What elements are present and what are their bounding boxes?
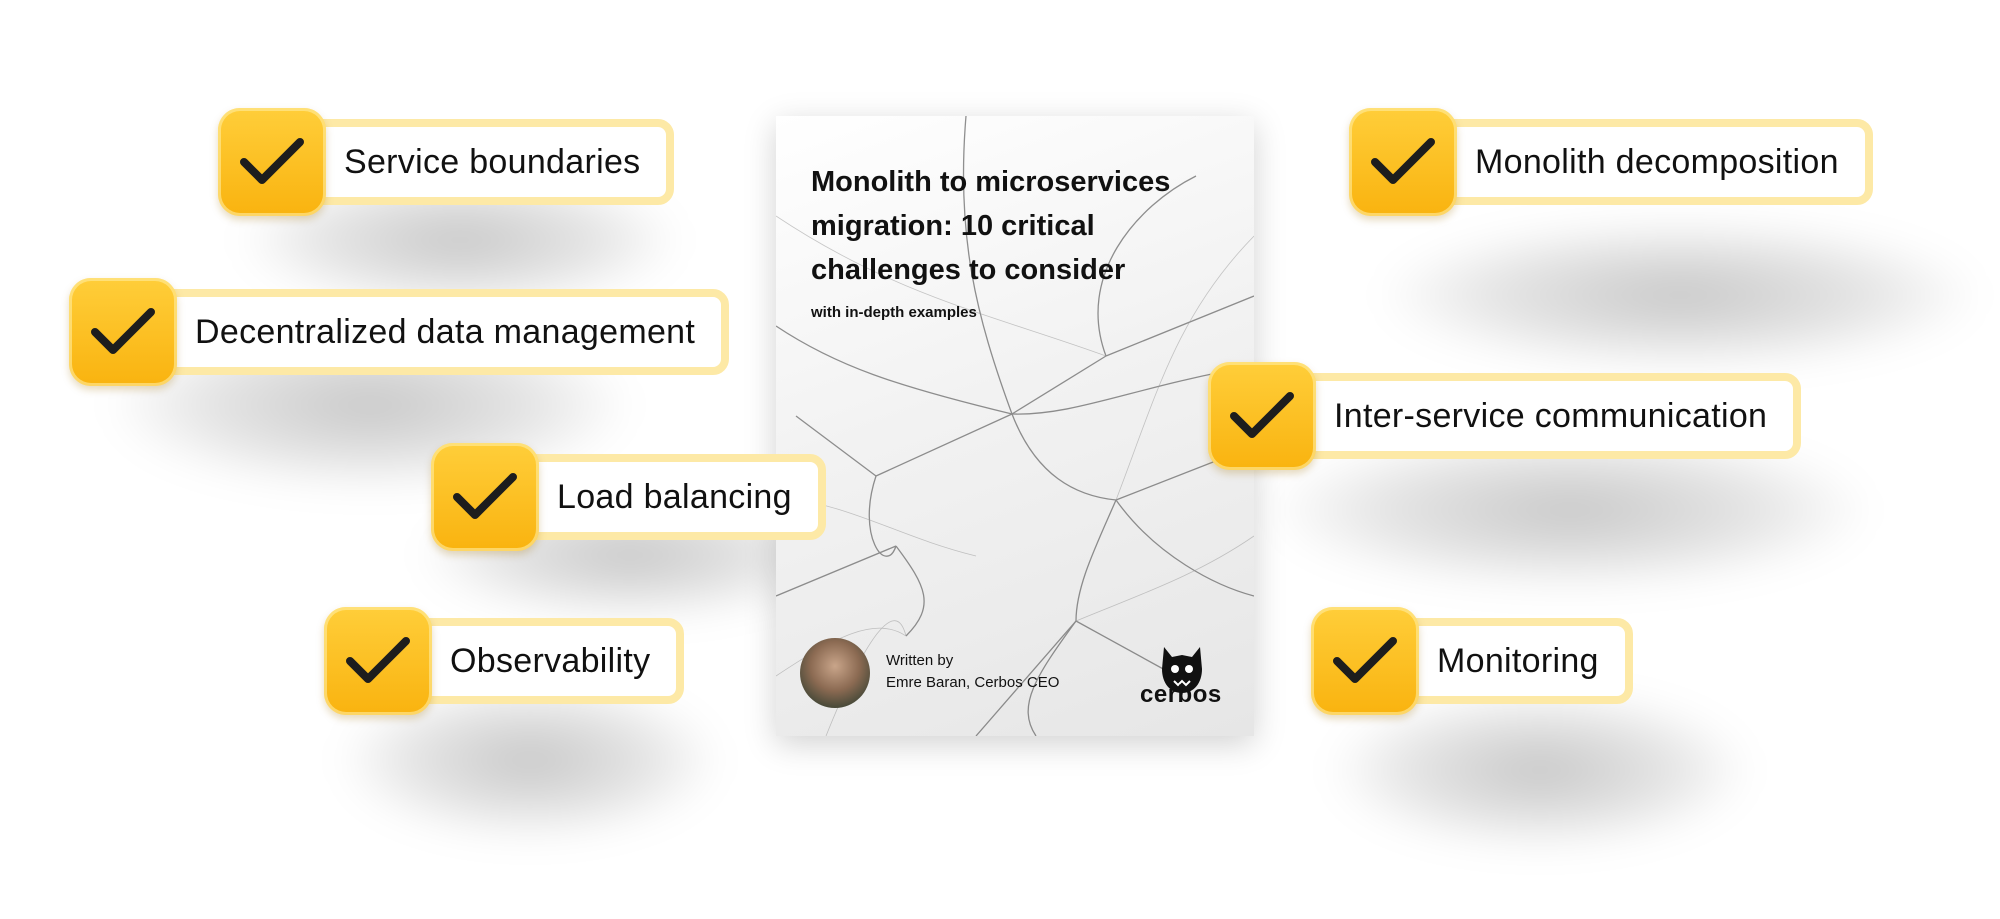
checklist-label: Observability xyxy=(408,618,685,704)
network-web-illustration xyxy=(776,116,1254,736)
author-credit: Written by Emre Baran, Cerbos CEO xyxy=(886,650,1059,694)
checkmark-icon xyxy=(431,443,539,551)
shadow xyxy=(1380,220,1980,370)
checklist-label: Load balancing xyxy=(515,454,826,540)
author-name: Emre Baran, Cerbos CEO xyxy=(886,674,1060,691)
checklist-label: Service boundaries xyxy=(302,119,675,205)
checklist-label: Inter-service communication xyxy=(1292,373,1802,459)
cover-subtitle: with in-depth examples xyxy=(811,304,977,321)
checkmark-icon xyxy=(69,278,177,386)
checklist-label: Monolith decomposition xyxy=(1433,119,1873,205)
checkmark-icon xyxy=(218,108,326,216)
author-avatar xyxy=(800,638,870,708)
checkmark-icon xyxy=(324,607,432,715)
shadow xyxy=(1330,690,1750,850)
checkmark-icon xyxy=(1349,108,1457,216)
checklist-label: Monitoring xyxy=(1395,618,1633,704)
cerbos-monster-icon xyxy=(1162,647,1202,693)
cerbos-logo-text: cerbos xyxy=(1140,681,1222,708)
written-by-label: Written by xyxy=(886,652,954,669)
cover-title: Monolith to microservices migration: 10 … xyxy=(811,166,1171,286)
checkmark-icon xyxy=(1208,362,1316,470)
checkmark-icon xyxy=(1311,607,1419,715)
checklist-label: Decentralized data management xyxy=(153,289,730,375)
ebook-cover: Monolith to microservices migration: 10 … xyxy=(776,116,1254,736)
